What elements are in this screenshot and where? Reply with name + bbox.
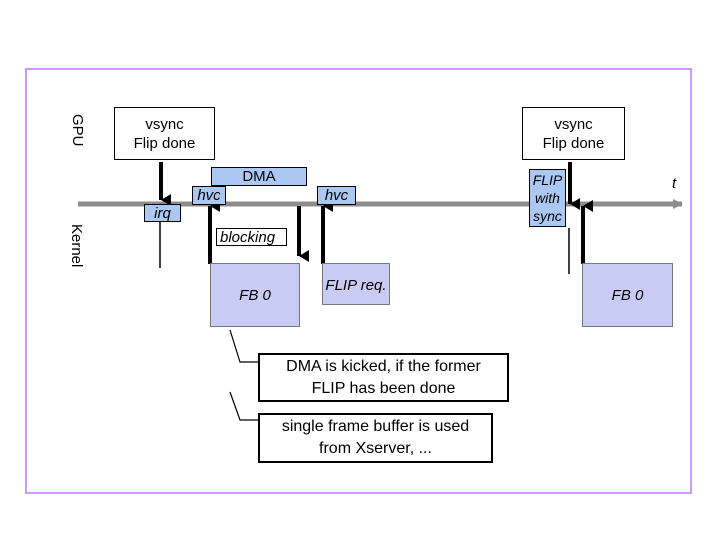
- flip-with-sync-label: FLIP with sync: [529, 169, 566, 227]
- fb0-box-left: FB 0: [210, 263, 300, 327]
- note-single-frame: single frame buffer is used from Xserver…: [258, 413, 493, 463]
- flip-req-box: FLIP req.: [322, 263, 390, 305]
- gpu-vsync-box-right: vsync Flip done: [522, 107, 625, 160]
- callout-line-1: [229, 329, 258, 363]
- time-axis-label: t: [672, 175, 677, 192]
- note-dma-kicked: DMA is kicked, if the former FLIP has be…: [258, 353, 509, 402]
- dma-label: DMA: [211, 167, 307, 186]
- fb0-box-right: FB 0: [582, 263, 673, 327]
- diagram-frame: [25, 68, 692, 494]
- gpu-vsync-box-left: vsync Flip done: [114, 107, 215, 160]
- irq-label: irq: [144, 204, 181, 222]
- hvc-label-left: hvc: [192, 186, 226, 205]
- blocking-label: blocking: [216, 228, 287, 246]
- callout-line-2: [229, 391, 258, 421]
- hvc-label-middle: hvc: [317, 186, 356, 205]
